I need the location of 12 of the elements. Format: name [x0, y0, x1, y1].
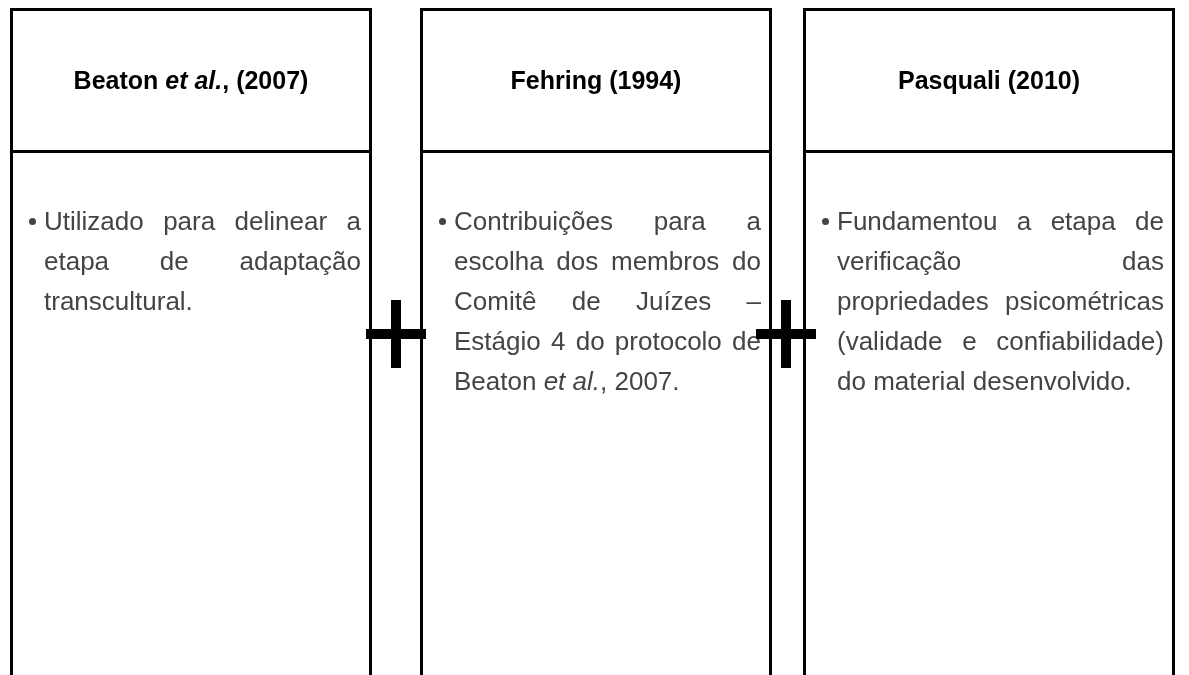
content-box — [420, 150, 772, 675]
bullet-text: Utilizado para delinear a etapa de adaptação transcultural. — [44, 205, 361, 318]
column-title: Pasquali (2010) — [898, 66, 1080, 95]
header-box — [10, 8, 372, 153]
column-title: Fehring (1994) — [510, 66, 682, 95]
content-box — [803, 150, 1175, 675]
header-box — [420, 8, 772, 153]
bullet-text: Fundamentou a etapa de verificação das propriedades psicométricas (validade e confiabilidade) do material desenvolvido. — [837, 205, 1164, 398]
bullet-text: Contribuições para a escolha dos membros do Comitê de Juízes – Estágio 4 do protocolo de Beaton et al., 2007. — [454, 205, 761, 398]
column-title: Beaton et al., (2007) — [73, 66, 309, 95]
header-box — [803, 8, 1175, 153]
content-box — [10, 150, 372, 675]
